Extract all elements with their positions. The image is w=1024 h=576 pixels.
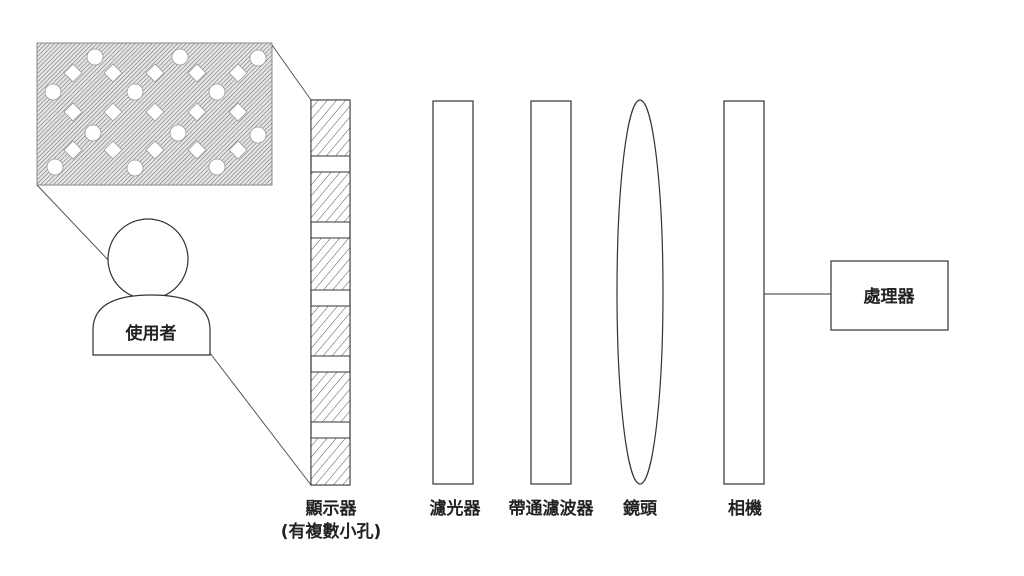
processor-label: 處理器 bbox=[864, 286, 916, 307]
diamond-hole bbox=[187, 140, 207, 160]
diamond-hole bbox=[228, 102, 248, 122]
round-hole bbox=[46, 158, 64, 176]
diamond-hole bbox=[187, 63, 207, 83]
bandpass-filter bbox=[530, 100, 572, 485]
round-hole bbox=[86, 48, 104, 66]
diamond-hole bbox=[187, 102, 207, 122]
diamond-hole bbox=[145, 63, 165, 83]
camera bbox=[723, 100, 765, 485]
camera-label: 相機 bbox=[728, 498, 762, 519]
round-hole bbox=[249, 126, 267, 144]
light-filter-label: 濾光器 bbox=[430, 498, 482, 519]
display bbox=[310, 99, 351, 486]
diamond-hole bbox=[63, 63, 83, 83]
diamond-hole bbox=[103, 102, 123, 122]
diamond-hole bbox=[145, 102, 165, 122]
diamond-hole bbox=[63, 102, 83, 122]
diamond-hole bbox=[103, 63, 123, 83]
round-hole bbox=[208, 158, 226, 176]
round-hole bbox=[169, 124, 187, 142]
display-label: 顯示器 bbox=[306, 499, 358, 519]
inset-connector-bottom bbox=[36, 184, 111, 263]
round-hole bbox=[249, 49, 267, 67]
round-hole bbox=[126, 159, 144, 177]
inset-connector-top bbox=[271, 44, 312, 101]
bandpass-filter-label: 帶通濾波器 bbox=[509, 498, 595, 519]
display-magnified-inset bbox=[36, 42, 273, 186]
light-filter bbox=[432, 100, 474, 485]
lens bbox=[616, 99, 664, 485]
display-note: (有複數小孔) bbox=[281, 521, 382, 542]
round-hole bbox=[126, 83, 144, 101]
sightline bbox=[199, 339, 312, 486]
diamond-hole bbox=[63, 140, 83, 160]
round-hole bbox=[171, 48, 189, 66]
round-hole bbox=[44, 83, 62, 101]
round-hole bbox=[84, 124, 102, 142]
user-label: 使用者 bbox=[125, 323, 177, 344]
lens-label: 鏡頭 bbox=[623, 498, 658, 519]
diamond-hole bbox=[228, 63, 248, 83]
user-figure: 使用者 bbox=[92, 218, 211, 356]
diamond-hole bbox=[228, 140, 248, 160]
processor bbox=[830, 260, 949, 331]
diamond-hole bbox=[145, 140, 165, 160]
diamond-hole bbox=[103, 140, 123, 160]
user-body bbox=[92, 294, 211, 356]
user-head bbox=[107, 218, 189, 300]
round-hole bbox=[208, 83, 226, 101]
